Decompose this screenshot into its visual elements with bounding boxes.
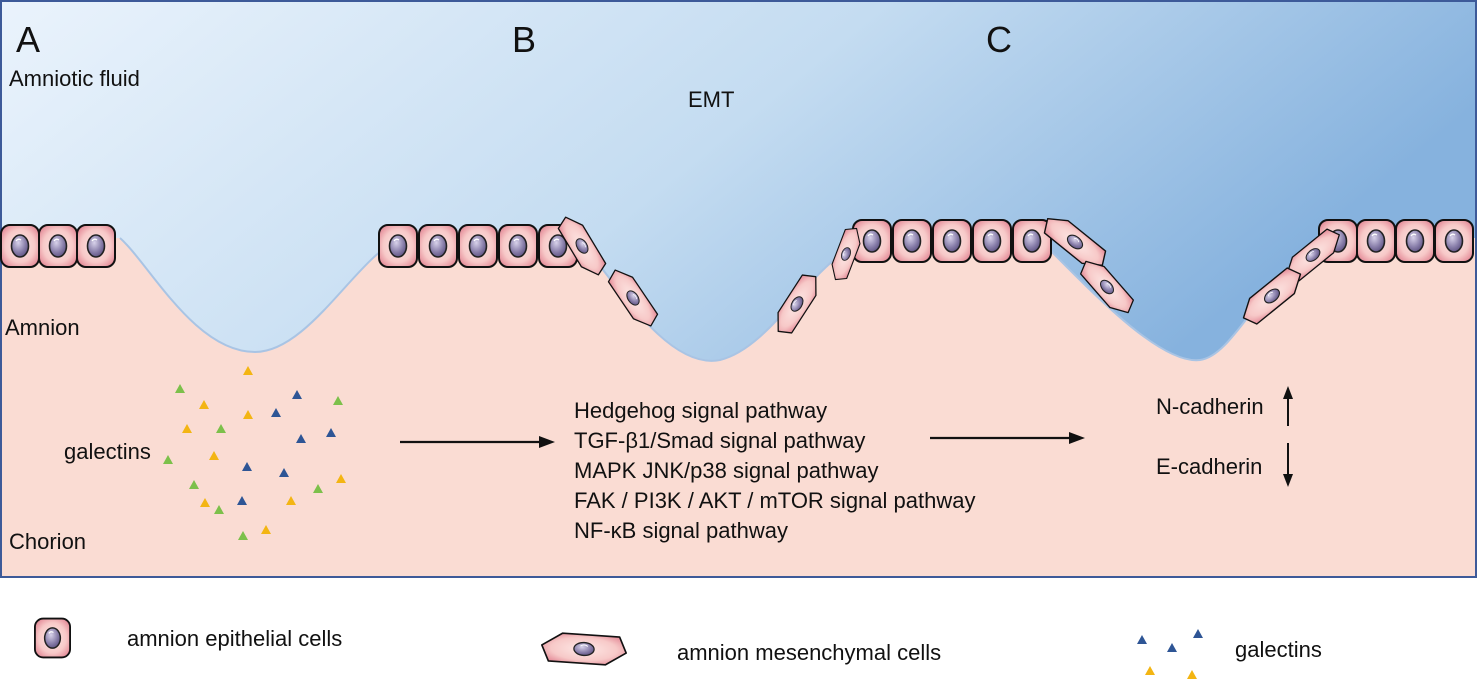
galectin-triangle (326, 428, 336, 437)
legend-epithelial-cell-icon (33, 617, 72, 659)
epithelial-cell (76, 224, 116, 268)
epithelial-cell (498, 224, 538, 268)
arrow-up-icon (1283, 386, 1293, 426)
epithelial-cell (1356, 219, 1396, 263)
galectin-triangle (243, 410, 253, 419)
epithelial-cell (38, 224, 78, 268)
galectin-triangle (163, 455, 173, 464)
galectin-cluster (163, 366, 346, 540)
epithelial-cell (0, 224, 40, 268)
n-cadherin-label: N-cadherin (1156, 394, 1264, 419)
epithelial-cell (1395, 219, 1435, 263)
galectin-triangle (271, 408, 281, 417)
epithelial-cell (932, 219, 972, 263)
legend-galectins-icon (1137, 629, 1203, 679)
galectins-label: galectins (64, 439, 151, 464)
galectin-triangle (175, 384, 185, 393)
amnion-label: Amnion (5, 315, 80, 340)
galectin-triangle (214, 505, 224, 514)
galectin-triangle (216, 424, 226, 433)
galectin-triangle (286, 496, 296, 505)
galectin-triangle (261, 525, 271, 534)
epithelial-cell (378, 224, 418, 268)
galectin-triangle (333, 396, 343, 405)
epithelial-layer-c-right (1318, 219, 1474, 263)
pathway-fak-pi3k-akt-mtor: FAK / PI3K / AKT / mTOR signal pathway (574, 488, 976, 513)
legend-epithelial-label: amnion epithelial cells (127, 626, 343, 651)
legend-mesenchymal-label: amnion mesenchymal cells (677, 640, 942, 665)
amniotic-fluid-label: Amniotic fluid (9, 66, 140, 91)
epithelial-layer-c-left (852, 219, 1052, 263)
epithelial-layer-b (378, 224, 578, 268)
emt-label: EMT (688, 87, 735, 112)
galectin-triangle (292, 390, 302, 399)
galectin-triangle (336, 474, 346, 483)
epithelial-cell (418, 224, 458, 268)
pathway-hedgehog: Hedgehog signal pathway (574, 398, 828, 423)
epithelial-cell (1434, 219, 1474, 263)
trough-a-outline (119, 237, 401, 354)
pathway-mapk: MAPK JNK/p38 signal pathway (574, 458, 879, 483)
arrow-down-icon (1283, 443, 1293, 487)
arrow-galectins-to-pathways (400, 436, 555, 448)
galectin-triangle (242, 462, 252, 471)
galectin-triangle (296, 434, 306, 443)
legend-galectins-label: galectins (1235, 637, 1322, 662)
galectin-triangle (182, 424, 192, 433)
galectin-triangle (237, 496, 247, 505)
epithelial-cell (892, 219, 932, 263)
panel-a-label: A (16, 19, 41, 60)
e-cadherin-label: E-cadherin (1156, 454, 1263, 479)
galectin-triangle (189, 480, 199, 489)
arrow-pathways-to-markers (930, 432, 1085, 444)
panel-c-label: C (986, 19, 1012, 60)
galectin-triangle (209, 451, 219, 460)
galectin-triangle (313, 484, 323, 493)
galectin-triangle (243, 366, 253, 375)
galectin-triangle (200, 498, 210, 507)
epithelial-cell (972, 219, 1012, 263)
chorion-label: Chorion (9, 529, 87, 554)
pathway-nf-kb: NF-κB signal pathway (574, 518, 788, 543)
pathway-tgf-smad: TGF-β1/Smad signal pathway (574, 428, 866, 453)
epithelial-cell (458, 224, 498, 268)
legend-mesenchymal-cell-icon (540, 631, 628, 667)
panel-b-label: B (512, 19, 537, 60)
epithelial-layer-a (0, 224, 116, 268)
galectin-triangle (199, 400, 209, 409)
galectin-triangle (238, 531, 248, 540)
galectin-triangle (279, 468, 289, 477)
